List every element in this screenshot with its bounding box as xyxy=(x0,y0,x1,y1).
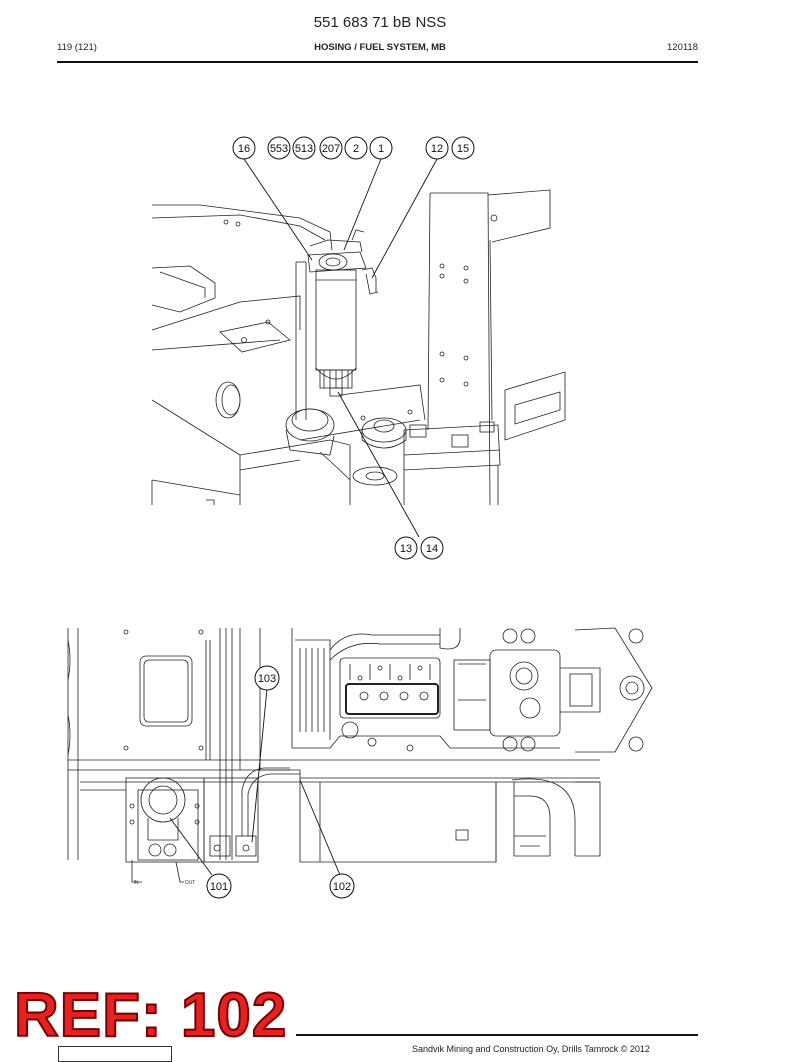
header-rule xyxy=(57,61,698,63)
callout-16: 16 xyxy=(238,143,250,155)
callout-labels: 16 553 513 207 2 1 12 15 13 14 103 101 1… xyxy=(134,143,470,893)
callout-102: 102 xyxy=(333,881,351,893)
section-title: HOSING / FUEL SYSTEM, MB xyxy=(314,42,446,53)
callout-bubble-102 xyxy=(329,873,355,899)
callout-bubble-513 xyxy=(292,136,316,160)
callout-bubble-15 xyxy=(451,136,475,160)
callout-15: 15 xyxy=(457,143,469,155)
page-number: 119 (121) xyxy=(57,42,97,53)
callout-207: 207 xyxy=(322,143,340,155)
date-code: 120118 xyxy=(667,42,698,53)
callout-513: 513 xyxy=(295,143,313,155)
footer-copyright: Sandvik Mining and Construction Oy, Dril… xyxy=(412,1044,650,1054)
callout-bubble-16 xyxy=(232,136,256,160)
callout-bubble-14 xyxy=(420,536,444,560)
callout-12: 12 xyxy=(431,143,443,155)
callout-14: 14 xyxy=(426,543,438,555)
document-title: 551 683 71 bB NSS xyxy=(313,14,447,31)
callout-bubble-553 xyxy=(267,136,291,160)
callout-1: 1 xyxy=(378,143,384,155)
callout-bubble-2 xyxy=(344,136,368,160)
upper-drawing-linework xyxy=(151,189,566,506)
callout-bubble-101 xyxy=(206,873,232,899)
callout-bubbles xyxy=(206,136,475,899)
label-out: OUT xyxy=(185,880,196,886)
callout-bubble-12 xyxy=(425,136,449,160)
callout-bubble-13 xyxy=(394,536,418,560)
lower-drawing-linework xyxy=(67,627,653,883)
upper-leader-lines xyxy=(243,158,438,538)
callout-103: 103 xyxy=(258,673,276,685)
callout-2: 2 xyxy=(353,143,359,155)
callout-13: 13 xyxy=(400,543,412,555)
callout-bubble-207 xyxy=(319,136,343,160)
callout-101: 101 xyxy=(210,881,228,893)
callout-553: 553 xyxy=(270,143,288,155)
lower-leader-lines xyxy=(169,688,341,876)
callout-bubble-103 xyxy=(254,665,280,691)
callout-bubble-1 xyxy=(369,136,393,160)
ref-stamp: REF: 102 xyxy=(13,981,288,1050)
footer-rule xyxy=(296,1034,698,1036)
label-in: IN xyxy=(134,880,139,886)
